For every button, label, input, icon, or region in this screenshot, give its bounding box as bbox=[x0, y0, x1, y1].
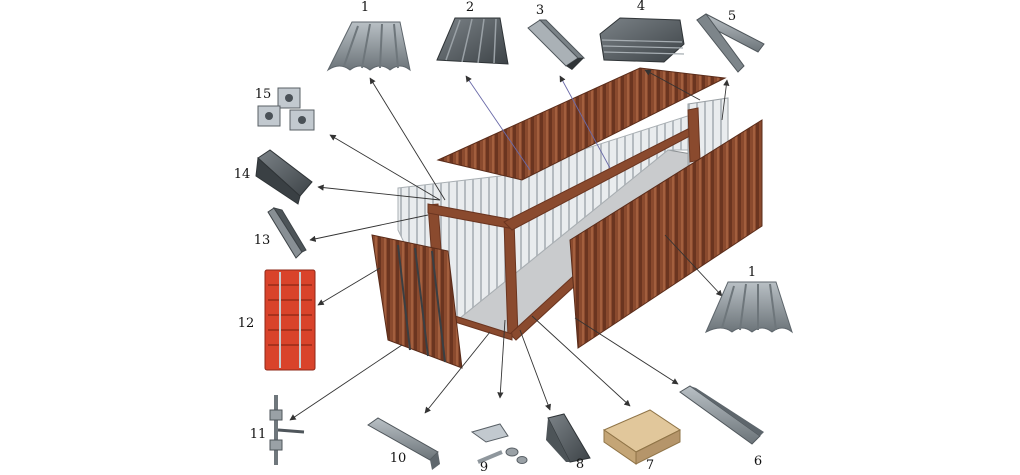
part-label: 8 bbox=[576, 457, 584, 472]
corner-post-icon bbox=[255, 149, 313, 205]
plywood-floor-icon bbox=[602, 409, 681, 465]
part-label: 1 bbox=[361, 0, 369, 15]
part-label: 15 bbox=[255, 87, 272, 102]
part-label: 10 bbox=[390, 451, 407, 466]
container-assembly bbox=[371, 67, 763, 369]
part-labels: 1 2 3 4 5 15 14 13 12 11 10 9 8 7 6 1 bbox=[234, 0, 762, 475]
stacked-panels-icon bbox=[599, 17, 685, 63]
part-label: 6 bbox=[754, 454, 762, 469]
part-label: 3 bbox=[536, 3, 544, 18]
part-label: 7 bbox=[646, 458, 654, 473]
part-label: 12 bbox=[238, 316, 255, 331]
corrugated-side-panel-icon bbox=[704, 281, 793, 334]
part-label: 13 bbox=[254, 233, 271, 248]
part-label: 9 bbox=[480, 460, 488, 475]
square-tube-icon bbox=[527, 19, 586, 70]
part-label: 11 bbox=[250, 427, 267, 442]
locking-bar-icon bbox=[269, 395, 305, 465]
container-end-door bbox=[371, 234, 463, 369]
bottom-rail-icon bbox=[679, 385, 764, 445]
part-label: 5 bbox=[728, 9, 736, 24]
ribbed-roof-panel-icon bbox=[436, 17, 509, 65]
end-door-icon bbox=[264, 269, 316, 371]
channel-rail-icon bbox=[367, 417, 440, 470]
container-side-wall bbox=[569, 119, 763, 349]
part-label: 2 bbox=[466, 0, 474, 15]
angle-rail-icon bbox=[267, 207, 307, 259]
leader-lines bbox=[289, 69, 730, 421]
z-section-icon bbox=[546, 413, 591, 463]
part-label: 14 bbox=[234, 167, 251, 182]
corrugated-roof-panel-icon bbox=[326, 21, 411, 72]
corner-castings-icon bbox=[257, 87, 315, 131]
angle-trim-icon bbox=[696, 13, 765, 73]
part-label: 1 bbox=[748, 265, 756, 280]
part-label: 4 bbox=[637, 0, 645, 14]
hinge-parts-icon bbox=[470, 423, 528, 464]
